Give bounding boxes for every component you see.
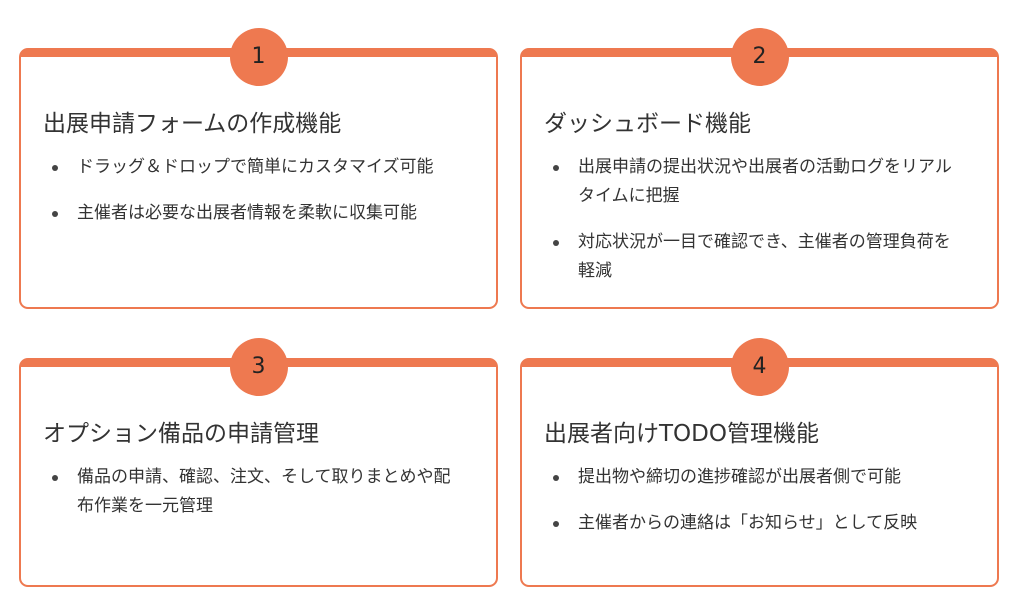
card-title: オプション備品の申請管理 — [43, 421, 319, 447]
bullet-item: ドラッグ＆ドロップで簡単にカスタマイズ可能 — [45, 153, 465, 182]
bullet-list: 出展申請の提出状況や出展者の活動ログをリアルタイムに把握 対応状況が一目で確認で… — [546, 153, 966, 303]
card-title: 出展申請フォームの作成機能 — [43, 111, 342, 137]
bullet-list: ドラッグ＆ドロップで簡単にカスタマイズ可能 主催者は必要な出展者情報を柔軟に収集… — [45, 153, 465, 245]
step-number-badge: 2 — [730, 28, 789, 86]
feature-card-2: 2 ダッシュボード機能 出展申請の提出状況や出展者の活動ログをリアルタイムに把握… — [520, 28, 999, 309]
feature-card-1: 1 出展申請フォームの作成機能 ドラッグ＆ドロップで簡単にカスタマイズ可能 主催… — [19, 28, 498, 309]
card-title: 出展者向けTODO管理機能 — [544, 421, 819, 447]
step-number-badge: 1 — [229, 28, 288, 86]
bullet-item: 提出物や締切の進捗確認が出展者側で可能 — [546, 463, 966, 492]
card-title: ダッシュボード機能 — [544, 111, 751, 137]
bullet-item: 備品の申請、確認、注文、そして取りまとめや配布作業を一元管理 — [45, 463, 465, 521]
feature-card-3: 3 オプション備品の申請管理 備品の申請、確認、注文、そして取りまとめや配布作業… — [19, 338, 498, 587]
bullet-item: 対応状況が一目で確認でき、主催者の管理負荷を軽減 — [546, 228, 966, 286]
bullet-item: 出展申請の提出状況や出展者の活動ログをリアルタイムに把握 — [546, 153, 966, 211]
step-number-badge: 4 — [730, 338, 789, 396]
bullet-item: 主催者は必要な出展者情報を柔軟に収集可能 — [45, 199, 465, 228]
feature-card-4: 4 出展者向けTODO管理機能 提出物や締切の進捗確認が出展者側で可能 主催者か… — [520, 338, 999, 587]
bullet-item: 主催者からの連絡は「お知らせ」として反映 — [546, 509, 966, 538]
step-number-badge: 3 — [229, 338, 288, 396]
bullet-list: 備品の申請、確認、注文、そして取りまとめや配布作業を一元管理 — [45, 463, 465, 538]
bullet-list: 提出物や締切の進捗確認が出展者側で可能 主催者からの連絡は「お知らせ」として反映 — [546, 463, 966, 555]
